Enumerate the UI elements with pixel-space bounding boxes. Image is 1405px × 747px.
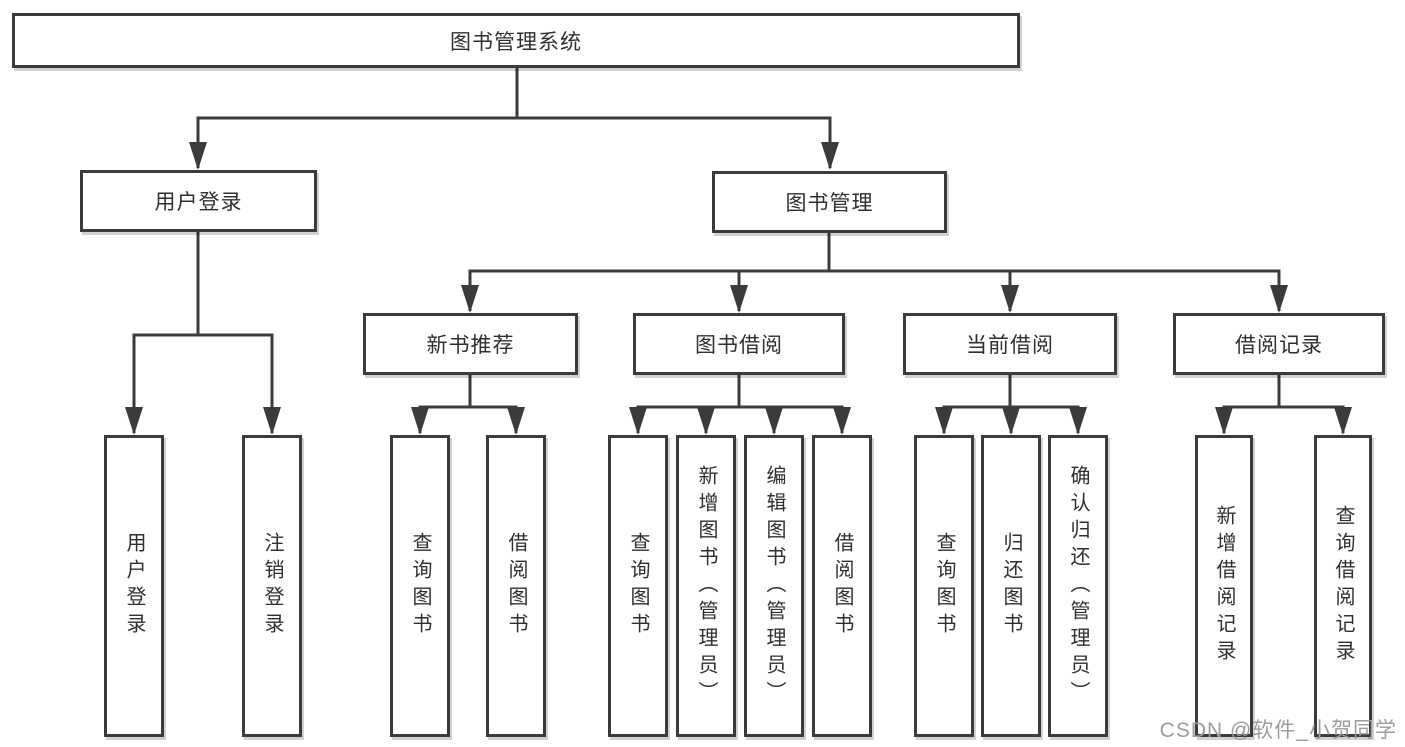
leaf-return-book: 归还图书 (981, 435, 1041, 737)
node-label: 查询图书 (627, 532, 649, 640)
leaf-add-book-admin: 新增图书（管理员） (676, 435, 736, 737)
leaf-edit-book-admin: 编辑图书（管理员） (744, 435, 804, 737)
leaf-borrow-book-newrec: 借阅图书 (486, 435, 546, 737)
node-label: 图书管理系统 (450, 30, 582, 54)
node-label: 借阅记录 (1235, 334, 1323, 357)
node-label: 注销登录 (261, 532, 283, 640)
leaf-logout: 注销登录 (242, 435, 302, 737)
node-label: 用户登录 (123, 532, 145, 640)
node-label: 当前借阅 (966, 334, 1054, 357)
node-label: 确认归还（管理员） (1067, 464, 1089, 708)
node-user-login: 用户登录 (80, 170, 317, 232)
leaf-query-book-current: 查询图书 (914, 435, 974, 737)
node-label: 借阅图书 (831, 532, 853, 640)
node-label: 新书推荐 (426, 334, 515, 357)
leaf-query-book-borrowing: 查询图书 (608, 435, 668, 737)
leaf-query-borrow-record: 查询借阅记录 (1314, 435, 1372, 737)
node-root: 图书管理系统 (12, 13, 1020, 68)
node-label: 查询借阅记录 (1332, 505, 1354, 667)
arrowheads (125, 142, 1352, 435)
node-label: 新增图书（管理员） (695, 464, 717, 708)
node-label: 图书管理 (785, 192, 874, 215)
node-label: 新增借阅记录 (1213, 505, 1235, 667)
leaf-add-borrow-record: 新增借阅记录 (1195, 435, 1253, 737)
node-label: 归还图书 (1000, 532, 1022, 640)
node-label: 查询图书 (409, 532, 431, 640)
leaf-user-login: 用户登录 (104, 435, 164, 737)
node-label: 借阅图书 (505, 532, 527, 640)
node-borrow-records: 借阅记录 (1173, 313, 1385, 375)
node-book-management: 图书管理 (712, 171, 947, 233)
leaf-borrow-book-borrowing: 借阅图书 (812, 435, 872, 737)
node-label: 用户登录 (154, 191, 243, 214)
node-label: 图书借阅 (695, 334, 783, 357)
leaf-confirm-return-admin: 确认归还（管理员） (1048, 435, 1108, 737)
node-label: 查询图书 (933, 532, 955, 640)
csdn-watermark: CSDN @软件_小贺同学 (1159, 719, 1397, 742)
node-label: 编辑图书（管理员） (763, 464, 785, 708)
node-book-borrowing: 图书借阅 (633, 313, 845, 375)
node-new-book-recommend: 新书推荐 (363, 313, 578, 375)
leaf-query-book-newrec: 查询图书 (390, 435, 450, 737)
node-current-borrowing: 当前借阅 (903, 313, 1117, 375)
edge-lines (132, 68, 1345, 433)
